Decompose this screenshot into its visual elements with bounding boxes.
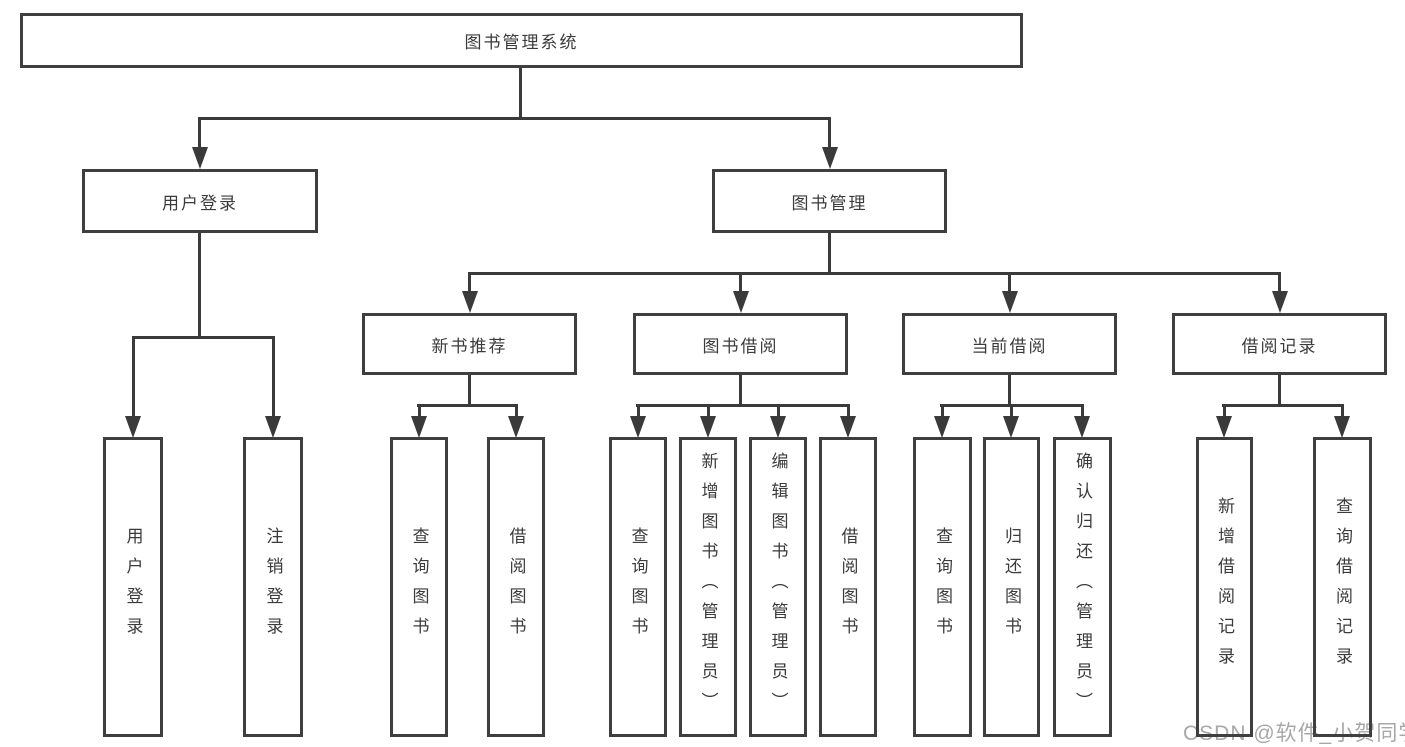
connector-vline	[1081, 406, 1084, 418]
arrow-down-icon	[1334, 416, 1350, 438]
connector-vline	[828, 233, 831, 275]
connector-hline	[468, 272, 1281, 275]
arrow-down-icon	[1272, 291, 1288, 313]
connector-vline	[132, 338, 135, 418]
arrow-down-icon	[462, 291, 478, 313]
leaf-label: 查询图书	[409, 527, 429, 647]
connector-hline	[132, 336, 275, 339]
leaf-add-book-admin: 新增图书（管理员）	[679, 437, 737, 737]
connector-hline	[1222, 404, 1344, 407]
arrow-down-icon	[508, 416, 524, 438]
arrow-down-icon	[770, 416, 786, 438]
connector-vline	[468, 375, 471, 407]
connector-vline	[739, 375, 742, 407]
arrow-down-icon	[1074, 416, 1090, 438]
leaf-borrow-book-recommend: 借阅图书	[487, 437, 545, 737]
connector-hline	[940, 404, 1084, 407]
connector-vline	[1010, 406, 1013, 418]
leaf-label: 新增借阅记录	[1215, 497, 1234, 677]
leaf-logout-login: 注销登录	[243, 437, 303, 737]
arrow-down-icon	[1002, 291, 1018, 313]
connector-vline	[739, 274, 742, 293]
arrow-down-icon	[840, 416, 856, 438]
arrow-down-icon	[125, 416, 141, 438]
leaf-label: 查询借阅记录	[1333, 497, 1352, 677]
connector-vline	[1278, 375, 1281, 407]
leaf-label: 查询图书	[628, 527, 648, 647]
arrow-down-icon	[630, 416, 646, 438]
connector-vline	[468, 274, 471, 293]
node-book-borrow: 图书借阅	[633, 313, 848, 375]
connector-vline	[707, 406, 710, 418]
connector-vline	[198, 118, 201, 149]
leaf-borrow-book: 借阅图书	[819, 437, 877, 737]
leaf-query-book-borrow: 查询图书	[609, 437, 667, 737]
connector-hline	[636, 404, 850, 407]
arrow-down-icon	[192, 147, 208, 169]
node-borrow-records: 借阅记录	[1172, 313, 1387, 375]
leaf-label: 用户登录	[123, 527, 143, 647]
connector-vline	[637, 406, 640, 418]
leaf-query-book-current: 查询图书	[913, 437, 972, 737]
connector-vline	[1008, 274, 1011, 293]
connector-vline	[418, 406, 421, 418]
leaf-label: 借阅图书	[838, 527, 858, 647]
node-user-login: 用户登录	[82, 169, 318, 233]
leaf-query-book-recommend: 查询图书	[390, 437, 448, 737]
connector-vline	[941, 406, 944, 418]
arrow-down-icon	[700, 416, 716, 438]
leaf-edit-book-admin: 编辑图书（管理员）	[749, 437, 807, 737]
leaf-query-borrow-record: 查询借阅记录	[1313, 437, 1372, 737]
connector-hline	[198, 117, 831, 120]
leaf-label: 借阅图书	[506, 527, 526, 647]
arrow-down-icon	[822, 147, 838, 169]
connector-vline	[1278, 274, 1281, 293]
leaf-return-book: 归还图书	[983, 437, 1040, 737]
leaf-user-login: 用户登录	[103, 437, 163, 737]
watermark: CSDN @软件_小贺同学	[1183, 722, 1405, 745]
connector-hline	[417, 404, 518, 407]
connector-vline	[515, 406, 518, 418]
connector-vline	[1223, 406, 1226, 418]
leaf-label: 确认归还（管理员）	[1073, 452, 1092, 722]
leaf-add-borrow-record: 新增借阅记录	[1196, 437, 1253, 737]
connector-vline	[847, 406, 850, 418]
connector-vline	[1008, 375, 1011, 407]
leaf-label: 新增图书（管理员）	[698, 452, 718, 722]
connector-vline	[828, 118, 831, 149]
connector-vline	[777, 406, 780, 418]
arrow-down-icon	[934, 416, 950, 438]
connector-vline	[198, 233, 201, 339]
node-book-management: 图书管理	[712, 169, 947, 233]
leaf-confirm-return-admin: 确认归还（管理员）	[1053, 437, 1112, 737]
arrow-down-icon	[411, 416, 427, 438]
leaf-label: 归还图书	[1002, 527, 1021, 647]
connector-vline	[519, 68, 522, 119]
connector-vline	[1341, 406, 1344, 418]
arrow-down-icon	[265, 416, 281, 438]
arrow-down-icon	[1003, 416, 1019, 438]
leaf-label: 注销登录	[263, 527, 283, 647]
node-current-borrow: 当前借阅	[902, 313, 1117, 375]
leaf-label: 编辑图书（管理员）	[768, 452, 788, 722]
connector-vline	[272, 338, 275, 418]
leaf-label: 查询图书	[933, 527, 952, 647]
node-root: 图书管理系统	[20, 13, 1023, 68]
node-new-book-recommend: 新书推荐	[362, 313, 577, 375]
arrow-down-icon	[1216, 416, 1232, 438]
arrow-down-icon	[733, 291, 749, 313]
